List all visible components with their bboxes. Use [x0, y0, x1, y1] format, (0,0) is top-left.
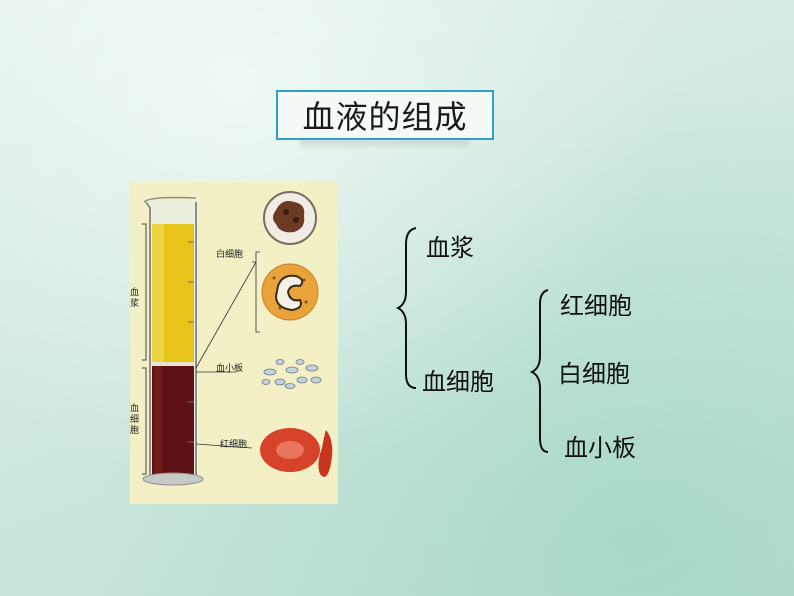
tree-platelet: 血小板 — [564, 434, 636, 462]
figure-label-rbc: 红细胞 — [220, 440, 248, 450]
graduated-cylinder — [142, 196, 204, 486]
white-blood-cell-2 — [261, 263, 319, 321]
cells-bracket — [142, 367, 147, 475]
main-brace — [396, 227, 417, 389]
plasma-bracket — [142, 223, 147, 361]
title-reflection — [300, 140, 470, 150]
tree-wbc: 白细胞 — [558, 360, 630, 388]
tree-plasma: 血浆 — [426, 234, 474, 262]
platelets — [261, 359, 322, 389]
figure-label-plasma: 血浆 — [130, 288, 140, 309]
figure-illustration — [142, 191, 333, 486]
figure-label-wbc: 白细胞 — [216, 250, 244, 260]
slide-title: 血液的组成 — [302, 98, 468, 136]
figure-label-platelet: 血小板 — [216, 364, 244, 374]
figure-label-cells: 血细胞 — [130, 404, 140, 436]
cells-brace — [529, 289, 549, 453]
white-blood-cell-1 — [263, 191, 317, 245]
title-box: 血液的组成 — [276, 90, 494, 140]
red-blood-cells — [260, 428, 333, 477]
pointer-lines — [195, 251, 260, 449]
tree-blood-cells: 血细胞 — [422, 368, 494, 396]
tree-rbc: 红细胞 — [560, 292, 632, 320]
blood-composition-figure: 血浆 血细胞 白细胞 血小板 红细胞 — [130, 182, 338, 504]
